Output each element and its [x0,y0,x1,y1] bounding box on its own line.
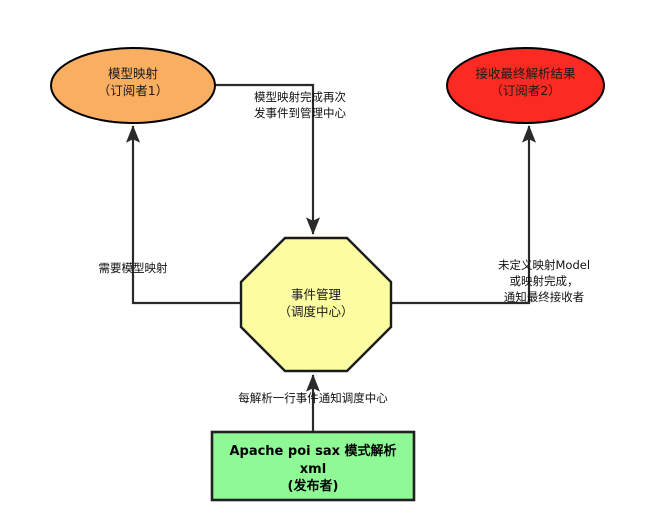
connector-mapping-done [215,83,321,235]
node-event-center[interactable] [239,236,393,373]
node-subscriber1[interactable] [50,47,216,124]
connector-notify-final-receiver [391,125,537,305]
node-subscriber2[interactable] [446,47,605,124]
connector-need-model-mapping [125,125,241,305]
node-publisher[interactable] [210,430,416,502]
